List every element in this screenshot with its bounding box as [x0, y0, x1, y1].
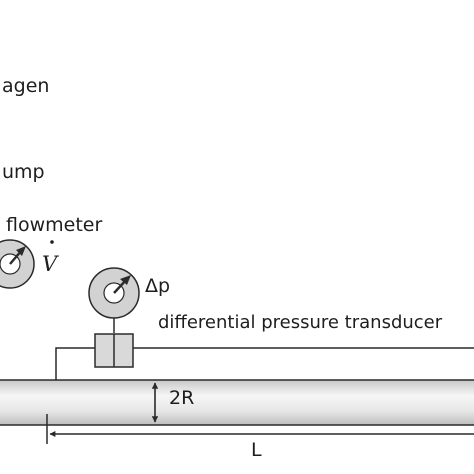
pump-label: ump	[2, 161, 45, 183]
pressure-tubing	[55, 347, 474, 380]
radius-label: 2R	[169, 387, 194, 409]
flow-rate-label: V	[42, 252, 59, 276]
pipe	[0, 379, 474, 426]
transducer-box	[94, 333, 134, 368]
transducer-label: differential pressure transducer	[158, 312, 443, 333]
pressure-drop-label: Δp	[145, 275, 170, 297]
collagen-label: agen	[2, 75, 49, 97]
flowmeter-gauge-icon	[0, 239, 35, 289]
length-dimension-arrow	[46, 414, 474, 444]
flowmeter-label: flowmeter	[6, 214, 102, 236]
length-label: L	[251, 439, 262, 461]
pressure-gauge-icon	[88, 267, 140, 333]
flow-rate-symbol: V	[42, 240, 59, 276]
